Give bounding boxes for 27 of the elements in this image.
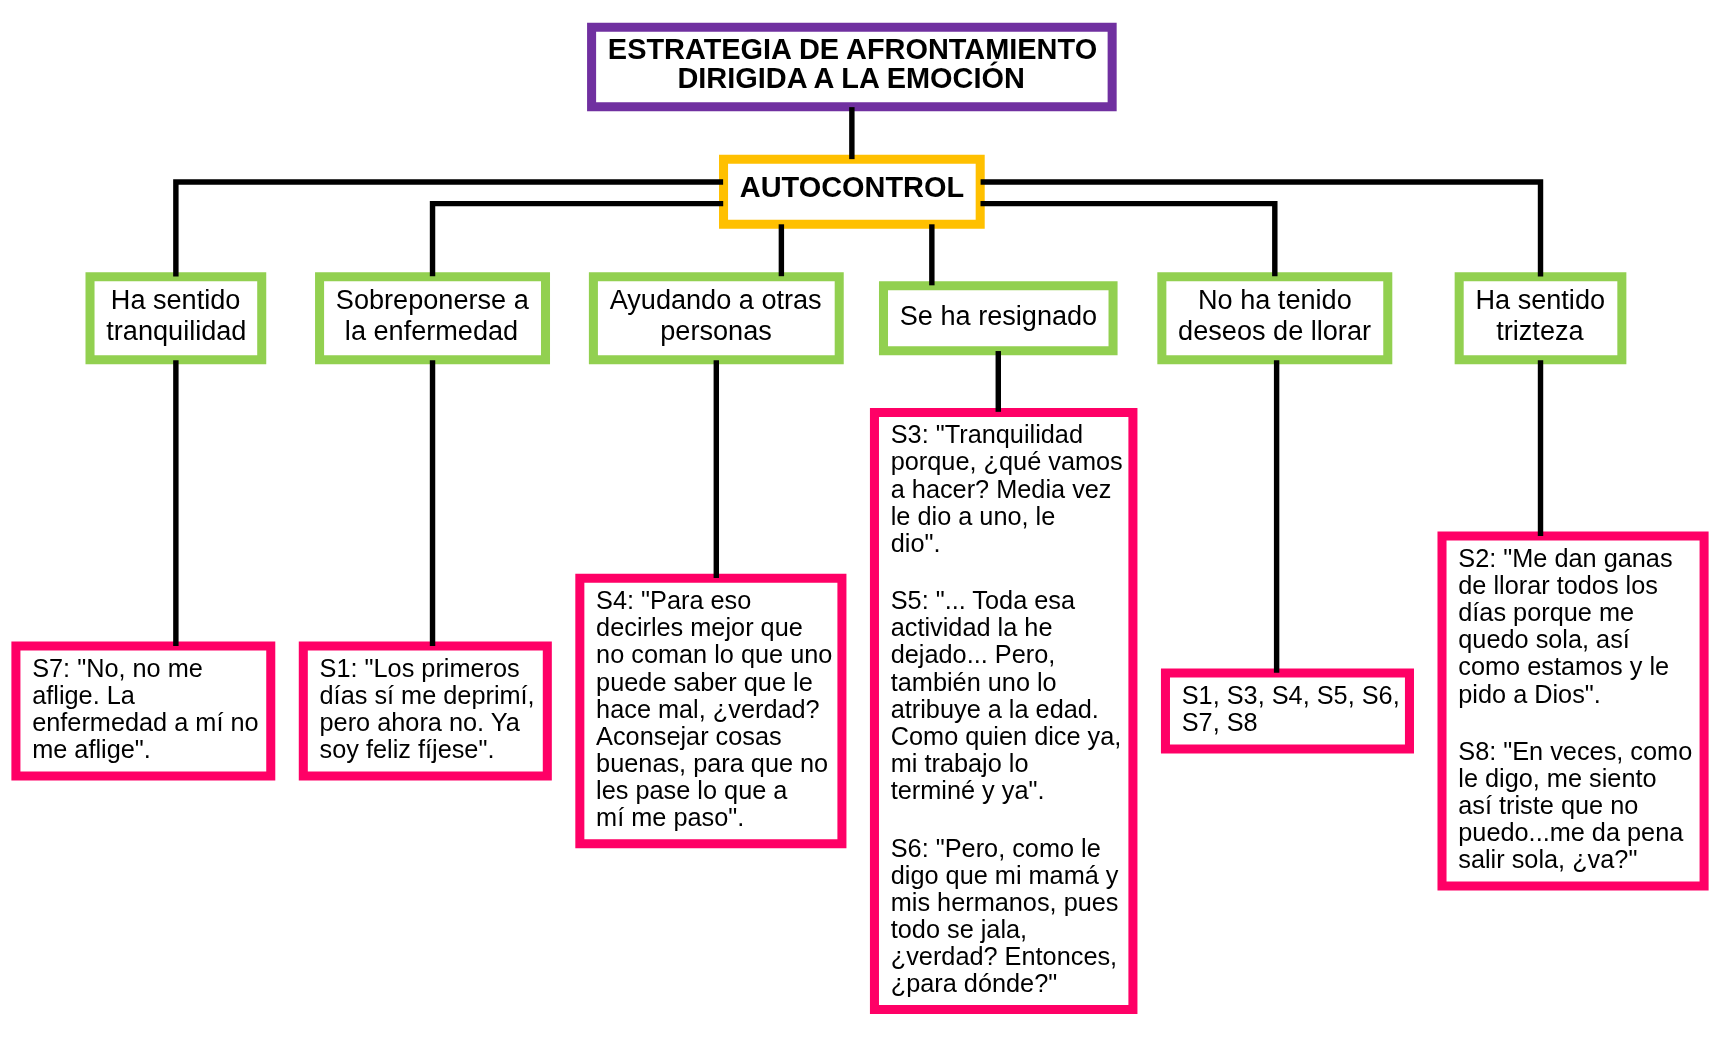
node-box: Se ha resignado: [879, 281, 1118, 356]
connector: [429, 200, 724, 277]
node-box: No ha tenido deseos de llorar: [1157, 272, 1393, 365]
node-box: AUTOCONTROL: [719, 154, 985, 229]
node-box: Ayudando a otras personas: [588, 272, 844, 365]
connector: [980, 200, 1278, 277]
node-box: S1: "Los primeros días sí me deprimí, pero ahora no. Ya soy feliz fíjese".: [298, 641, 552, 781]
node-box: S1, S3, S4, S5, S6, S7, S8: [1160, 668, 1414, 754]
node-box: Ha sentido tranquilidad: [85, 272, 267, 365]
node-box: ESTRATEGIA DE AFRONTAMIENTO DIRIGIDA A LA EMOCIÓN: [587, 22, 1117, 112]
connector: [995, 351, 1001, 412]
connector: [980, 179, 1544, 277]
node-box: Ha sentido trizteza: [1454, 272, 1627, 365]
connector: [1273, 360, 1280, 673]
connector: [713, 360, 719, 578]
connector: [173, 360, 179, 646]
connector: [778, 224, 785, 277]
connector: [1537, 360, 1544, 536]
connector: [173, 179, 724, 277]
node-box: Sobreponerse a la enfermedad: [315, 272, 550, 365]
node-box: S7: "No, no me aflige. La enfermedad a mí no me aflige".: [11, 641, 276, 781]
connector: [849, 107, 855, 160]
connector: [429, 360, 436, 646]
connector: [929, 224, 935, 286]
node-box: S3: "Tranquilidad porque, ¿qué vamos a hacer? Media vez le dio a uno, le dio". S5: "... Toda esa actividad la he dejado... Pero, también uno lo atribuye a la edad. Como quien dice ya, mi trabajo lo terminé y ya". S6: "Pero, como le digo que mi mamá y mis hermanos, pues todo se jala, ¿verdad? Entonces, ¿para dónde?": [869, 408, 1138, 1014]
node-box: S4: "Para eso decirles mejor que no coman lo que uno puede saber que le hace mal, ¿verdad? Aconsejar cosas buenas, para que no les pase lo que a mí me paso".: [575, 573, 847, 849]
node-box: S2: "Me dan ganas de llorar todos los días porque me quedo sola, así como estamos y le pido a Dios". S8: "En veces, como le digo, me siento así triste que no puedo...me da pena salir sola, ¿va?": [1437, 531, 1709, 891]
